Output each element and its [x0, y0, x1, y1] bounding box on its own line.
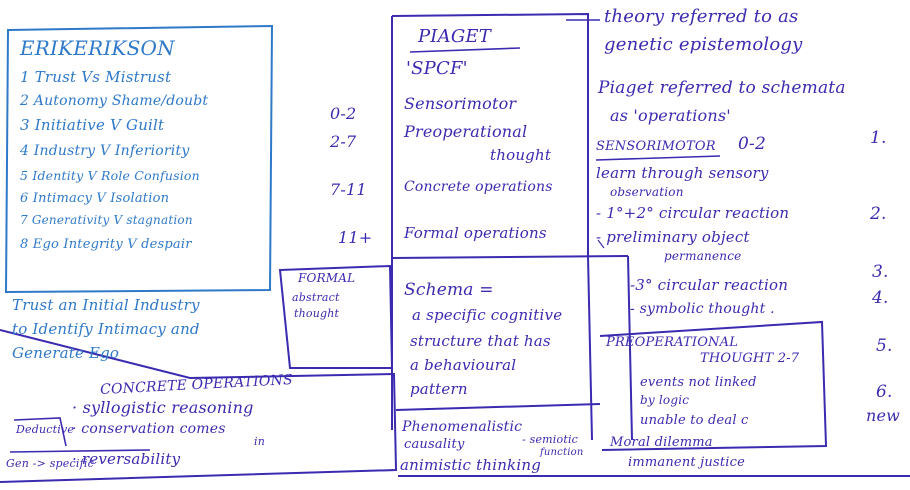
bottom-line-5: animistic thinking [400, 456, 542, 474]
age-2-7: 2-7 [330, 132, 357, 151]
sensorimotor-item-4: - preliminary object [596, 228, 750, 246]
sensorimotor-item-1: learn through sensory [596, 164, 769, 182]
bottom-line-3: - semiotic [522, 433, 579, 446]
piaget-stage-thought: thought [490, 146, 552, 164]
right-number-tail: new [866, 406, 901, 425]
piaget-stage-concrete: Concrete operations [404, 179, 553, 195]
preop-item-3: unable to deal c [640, 413, 749, 428]
age-0-2: 0-2 [330, 104, 357, 123]
note-theory: theory referred to as [604, 6, 799, 27]
formal-line-2: thought [294, 307, 340, 320]
erikson-title: ERIKERIKSON [20, 36, 175, 60]
formal-line-1: abstract [292, 291, 340, 304]
sensorimotor-item-2: observation [610, 185, 684, 199]
schema-line-5: pattern [410, 380, 468, 398]
age-7-11: 7-11 [330, 180, 367, 199]
sensorimotor-heading: SENSORIMOTOR [596, 139, 716, 154]
formal-box [278, 264, 394, 369]
erikson-stage-3: 3 Initiative V Guilt [20, 116, 165, 134]
piaget-title: PIAGET [418, 26, 491, 47]
erikson-stage-1: 1 Trust Vs Mistrust [20, 68, 172, 86]
erikson-summary-1: Trust an Initial Industry [12, 296, 200, 314]
age-11-plus: 11+ [338, 228, 373, 247]
note-operations: as 'operations' [610, 106, 731, 125]
erikson-stage-6: 6 Intimacy V Isolation [20, 191, 170, 206]
preop-item-5: immanent justice [628, 455, 745, 470]
preop-heading-2: THOUGHT 2-7 [700, 351, 800, 366]
sensorimotor-item-7: - symbolic thought . [630, 301, 775, 317]
piaget-stage-sensorimotor: Sensorimotor [404, 94, 517, 113]
concrete-side-deductive: Deductive [16, 423, 75, 436]
sensorimotor-item-6: -3° circular reaction [630, 276, 789, 294]
right-number-6: 6. [876, 382, 893, 402]
schema-line-2: a specific cognitive [412, 306, 563, 324]
concrete-item-1: · syllogistic reasoning [72, 398, 254, 417]
concrete-box [0, 329, 398, 483]
preop-box [599, 320, 828, 451]
concrete-item-4: · reversability [72, 450, 181, 468]
sensorimotor-range: 0-2 [738, 134, 766, 154]
erikson-stage-5: 5 Identity V Role Confusion [20, 168, 200, 183]
erikson-summary-2: to Identify Intimacy and [12, 320, 200, 338]
concrete-item-3: in [254, 435, 266, 448]
formal-heading: FORMAL [298, 271, 356, 285]
right-number-3: 3. [872, 262, 889, 282]
concrete-side-gen: Gen -> specific [6, 457, 94, 470]
right-number-4: 4. [872, 288, 889, 308]
right-number-5: 5. [876, 336, 893, 356]
erikson-stage-2: 2 Autonomy Shame/doubt [20, 93, 209, 109]
piaget-stage-preoperational: Preoperational [404, 122, 528, 141]
erikson-stage-8: 8 Ego Integrity V despair [20, 237, 192, 252]
concrete-item-2: · conservation comes [72, 421, 226, 437]
erikson-box [4, 24, 274, 294]
sensorimotor-item-5: permanence [664, 249, 742, 263]
sensorimotor-item-3: - 1°+2° circular reaction [596, 204, 790, 222]
bottom-line-1: Phenomenalistic [402, 419, 523, 435]
erikson-stage-4: 4 Industry V Inferiority [20, 143, 190, 159]
preop-item-4: Moral dilemma [610, 435, 713, 450]
erikson-summary-3: Generate Ego [12, 344, 120, 362]
note-schemata: Piaget referred to schemata [598, 78, 846, 98]
right-number-1: 1. [870, 128, 887, 148]
schema-line-1: Schema = [404, 280, 494, 300]
schema-line-3: structure that has [410, 332, 551, 350]
right-number-2: 2. [870, 204, 887, 224]
piaget-acronym: 'SPCF' [406, 58, 468, 79]
preop-item-2: by logic [640, 393, 690, 407]
preop-heading-1: PREOPERATIONAL [606, 335, 739, 350]
bottom-line-2: causality [404, 437, 465, 452]
piaget-stage-formal: Formal operations [404, 224, 547, 242]
erikson-stage-7: 7 Generativity V stagnation [20, 213, 193, 227]
note-genetic: genetic epistemology [604, 34, 803, 55]
preop-item-1: events not linked [640, 375, 757, 390]
schema-line-4: a behavioural [410, 356, 517, 374]
bottom-line-4: function [540, 447, 584, 458]
